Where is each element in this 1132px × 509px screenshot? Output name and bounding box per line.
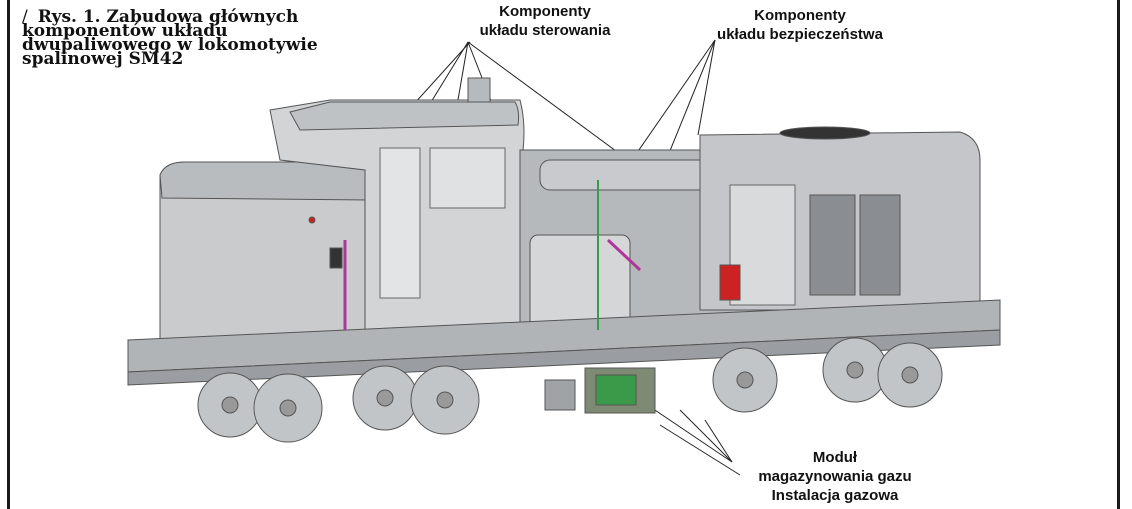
frame-border-right [1117,0,1120,509]
caption-prefix: / [22,7,28,27]
gas-module-label: Moduł magazynowania gazu Instalacja gazo… [735,448,935,505]
caption-text: Rys. 1. Zabudowa głównych komponentów uk… [22,7,318,69]
frame-border-left [7,0,10,509]
wheelset [197,337,943,443]
safety-label-line1: Komponenty [754,7,846,24]
module-label-line2: magazynowania gazu [758,468,912,485]
control-label-line1: Komponenty [499,3,591,20]
control-label-line2: układu sterowania [479,22,611,39]
safety-components-label: Komponenty układu bezpieczeństwa [700,6,900,44]
control-components-label: Komponenty układu sterowania [470,2,620,40]
module-label-line3: Instalacja gazowa [771,487,899,504]
module-label-line1: Moduł [812,449,858,466]
safety-label-line2: układu bezpieczeństwa [717,26,883,43]
locomotive-body [127,77,1001,414]
figure-caption: /Rys. 1. Zabudowa głównych komponentów u… [22,7,342,69]
